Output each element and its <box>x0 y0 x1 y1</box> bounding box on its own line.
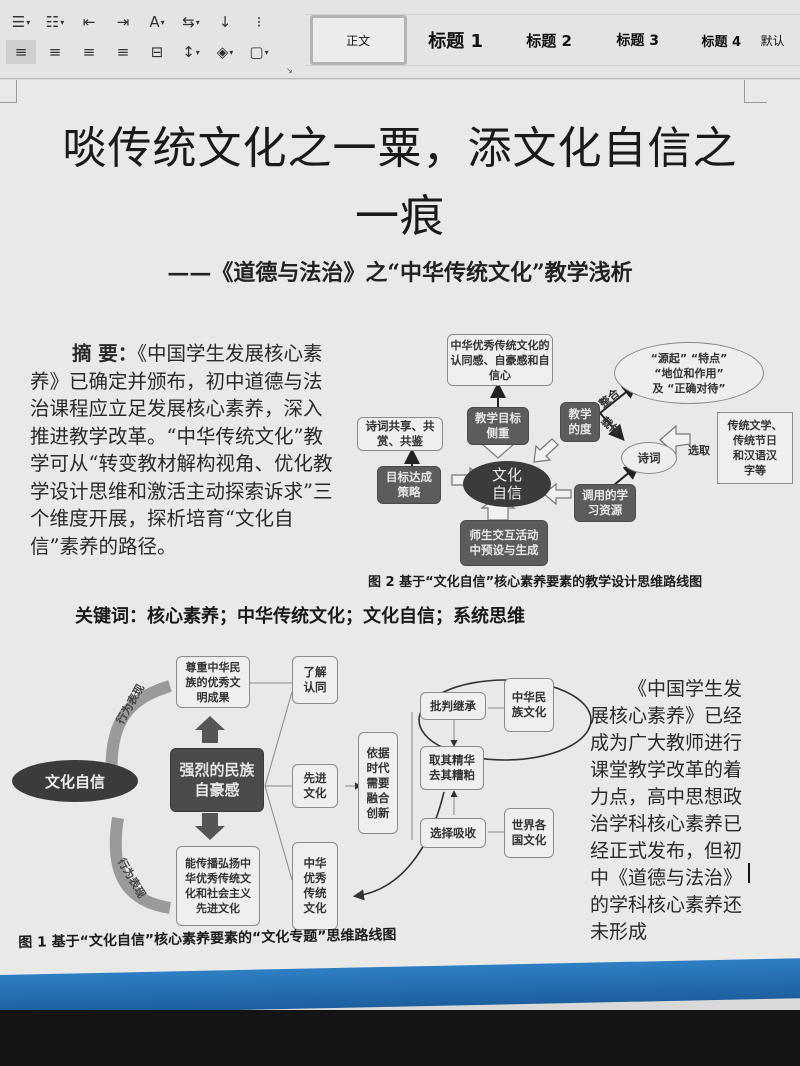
poetry-oval: 诗词 <box>621 442 677 474</box>
advanced-culture-box: 先进 文化 <box>292 764 338 808</box>
chevron-down-icon[interactable]: ▾ <box>60 17 65 27</box>
text-direction-button[interactable]: A▾ <box>142 10 172 34</box>
distributed-button[interactable]: ⊟ <box>142 40 172 64</box>
monitor-bezel <box>0 1010 800 1066</box>
borders-button[interactable]: ▢▾ <box>244 40 274 64</box>
style-heading-1[interactable]: 标题 1 <box>428 31 484 52</box>
increase-indent-icon: ⇥ <box>116 13 130 31</box>
figure-2: 中华优秀传统文化的认同感、自豪感和自信心 教学目标 侧重 教学 的度 整合 载体… <box>0 80 800 600</box>
figure-1-connectors <box>105 679 592 914</box>
shading-icon: ◈ <box>216 43 229 61</box>
world-culture-box: 世界各 国文化 <box>504 808 554 858</box>
cultural-confidence-oval: 文化自信 <box>12 760 138 802</box>
essence-box: 取其精华 去其糟粕 <box>420 746 484 790</box>
teaching-goal-box: 教学目标 侧重 <box>467 407 529 445</box>
styles-gallery: 正文 标题 1 标题 2 标题 3 标题 4 默认 <box>306 14 800 66</box>
show-marks-button[interactable]: ⁝ <box>244 10 274 34</box>
abstract-label: 摘 要： <box>72 342 138 365</box>
document-title-line-1: 啖传统文化之一粟，添文化自信之 <box>62 123 738 174</box>
convert-icon: ⇆ <box>182 13 195 31</box>
bullet-list-button[interactable]: ☰▾ <box>6 10 36 34</box>
spread-culture-box: 能传播弘扬中 华优秀传统文 化和社会主义 先进文化 <box>176 846 260 926</box>
innovate-box: 依据 时代 需要 融合 创新 <box>358 732 398 834</box>
sort-button[interactable]: ↓ <box>210 10 240 34</box>
align-left-button[interactable]: ≡ <box>6 40 36 64</box>
goal-strategy-box: 目标达成 策略 <box>377 466 441 504</box>
text-direction-icon: A <box>149 13 160 31</box>
selective-absorb-box: 选择吸收 <box>420 818 486 848</box>
body-text: 《中国学生发展核心素养》已经成为广大教师进行课堂教学改革的着力点，高中思想政治学… <box>590 678 743 943</box>
shading-button[interactable]: ◈▾ <box>210 40 240 64</box>
paragraph-tools-row-2: ≡ ≡ ≡ ≡ ⊟ ↕▾ ◈▾ ▢▾ <box>6 40 274 64</box>
ribbon-toolbar: ☰▾ ☷▾ ⇤ ⇥ A▾ ⇆▾ ↓ ⁝ ≡ ≡ ≡ ≡ ⊟ ↕▾ ◈▾ ▢▾ ↘… <box>0 0 800 79</box>
chevron-down-icon[interactable]: ▾ <box>195 17 200 27</box>
national-pride-box: 强烈的民族 自豪感 <box>170 748 264 812</box>
distributed-icon: ⊟ <box>150 43 164 61</box>
document-title-line-2: 一痕 <box>355 191 445 242</box>
align-center-icon: ≡ <box>48 43 62 61</box>
numbered-list-icon: ☷ <box>45 13 60 31</box>
document-page[interactable]: 啖传统文化之一粟，添文化自信之 一痕 ——《道德与法治》之“中华传统文化”教学浅… <box>0 80 800 975</box>
goal-identity-box: 中华优秀传统文化的认同感、自豪感和自信心 <box>447 334 553 386</box>
decrease-indent-icon: ⇤ <box>82 13 96 31</box>
justify-icon: ≡ <box>116 43 130 61</box>
show-marks-icon: ⁝ <box>256 13 262 31</box>
decrease-indent-button[interactable]: ⇤ <box>74 10 104 34</box>
poetry-sharing-box: 诗词共享、共 赏、共鉴 <box>357 417 443 451</box>
traditional-sources-box: 传统文学、 传统节日 和汉语汉 字等 <box>717 412 793 484</box>
body-paragraph-right: 《中国学生发展核心素养》已经成为广大教师进行课堂教学改革的着力点，高中思想政治学… <box>590 676 758 946</box>
teaching-degree-box: 教学 的度 <box>560 402 600 442</box>
origin-features-oval: “源起” “特点” “地位和作用” 及 “正确对待” <box>614 342 764 404</box>
align-center-button[interactable]: ≡ <box>40 40 70 64</box>
keywords: 关键词：核心素养；中华传统文化；文化自信；系统思维 <box>75 606 525 627</box>
understand-identify-box: 了解 认同 <box>292 656 338 704</box>
abstract-text: 《中国学生发展核心素养》已确定并颁布，初中道德与法治课程应立足发展核心素养，深入… <box>30 342 333 558</box>
line-spacing-icon: ↕ <box>182 43 195 61</box>
align-right-button[interactable]: ≡ <box>74 40 104 64</box>
interaction-activity-box: 师生交互活动 中预设与生成 <box>460 520 548 566</box>
style-normal[interactable]: 正文 <box>310 15 407 65</box>
justify-button[interactable]: ≡ <box>108 40 138 64</box>
cultural-confidence-center: 文化 自信 <box>463 461 551 507</box>
style-heading-2[interactable]: 标题 2 <box>526 31 572 50</box>
learning-resources-box: 调用的学 习资源 <box>574 484 636 522</box>
style-default[interactable]: 默认 <box>760 33 785 48</box>
abstract-paragraph: 摘 要：《中国学生发展核心素养》已确定并颁布，初中道德与法治课程应立足发展核心素… <box>30 340 340 560</box>
chevron-down-icon[interactable]: ▾ <box>160 17 165 27</box>
excellent-traditional-culture-box: 中华 优秀 传统 文化 <box>292 842 338 930</box>
borders-icon: ▢ <box>249 43 264 61</box>
style-heading-3[interactable]: 标题 3 <box>616 33 659 49</box>
text-cursor <box>748 863 750 883</box>
respect-civilization-box: 尊重中华民 族的优秀文 明成果 <box>176 656 250 708</box>
figure-2-caption: 图 2 基于“文化自信”核心素养要素的教学设计思维路线图 <box>368 575 703 590</box>
chevron-down-icon[interactable]: ▾ <box>264 47 269 57</box>
increase-indent-button[interactable]: ⇥ <box>108 10 138 34</box>
line-spacing-button[interactable]: ↕▾ <box>176 40 206 64</box>
chinese-culture-box: 中华民 族文化 <box>504 678 554 732</box>
paragraph-tools-row-1: ☰▾ ☷▾ ⇤ ⇥ A▾ ⇆▾ ↓ ⁝ <box>6 10 274 34</box>
align-left-icon: ≡ <box>14 43 28 61</box>
chevron-down-icon[interactable]: ▾ <box>229 47 234 57</box>
margin-corner-mark <box>744 80 767 103</box>
numbered-list-button[interactable]: ☷▾ <box>40 10 70 34</box>
critical-inherit-box: 批判继承 <box>420 692 486 720</box>
select-label: 选取 <box>688 444 710 457</box>
paragraph-dialog-launcher-icon[interactable]: ↘ <box>286 66 293 75</box>
bullet-list-icon: ☰ <box>11 13 26 31</box>
sort-icon: ↓ <box>218 13 232 31</box>
style-heading-4[interactable]: 标题 4 <box>701 34 742 50</box>
margin-corner-mark <box>0 80 17 103</box>
chevron-down-icon[interactable]: ▾ <box>195 47 200 57</box>
convert-button[interactable]: ⇆▾ <box>176 10 206 34</box>
align-right-icon: ≡ <box>82 43 96 61</box>
document-subtitle: ——《道德与法治》之“中华传统文化”教学浅析 <box>167 260 633 286</box>
figure-1: 文化自信 行为表现 行为表现 尊重中华民 族的优秀文 明成果 强烈的民族 自豪感… <box>0 80 800 975</box>
chevron-down-icon[interactable]: ▾ <box>26 17 31 27</box>
